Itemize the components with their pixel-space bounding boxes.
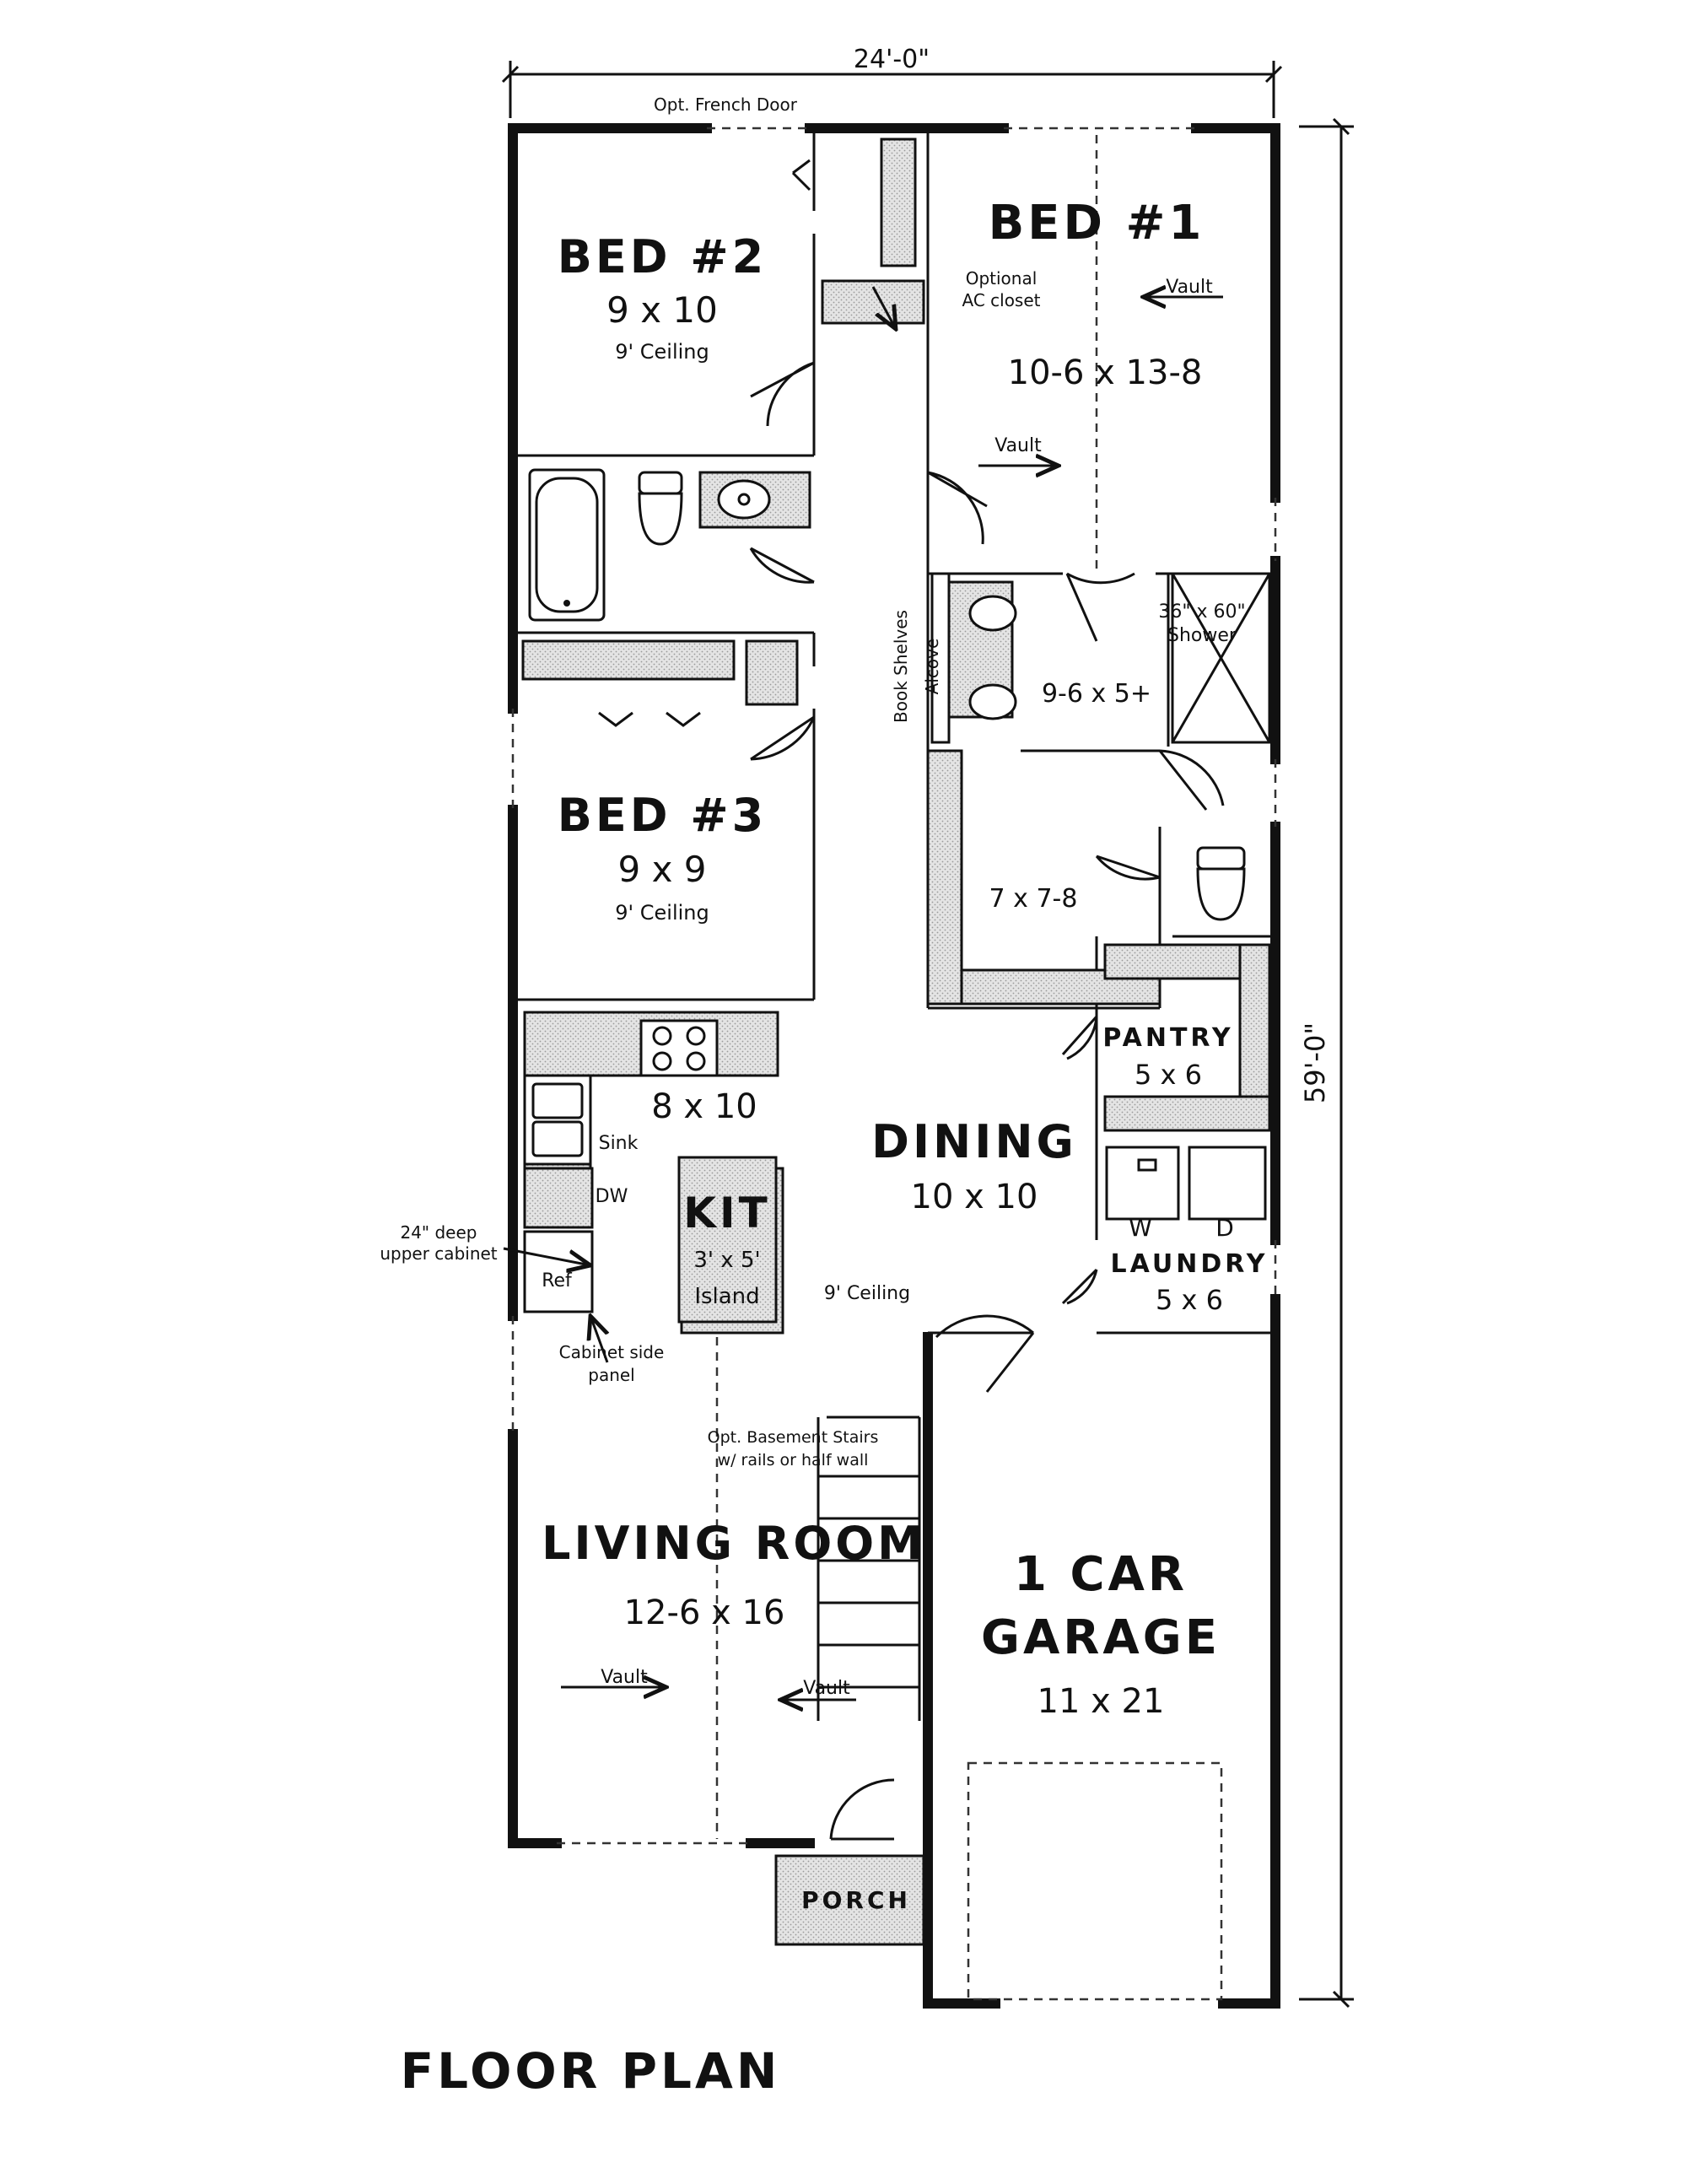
bed2-size: 9 x 10 [606, 289, 718, 331]
french-door-note: Opt. French Door [654, 94, 798, 115]
fixtures [523, 468, 1271, 1313]
island-name: KIT [683, 1189, 770, 1238]
exterior-walls [508, 123, 1280, 2009]
kitchen-size: 8 x 10 [651, 1087, 757, 1126]
shower-note-2: Shower [1167, 625, 1237, 646]
depth-label: 59'-0" [1299, 1022, 1331, 1103]
garage-name-1: 1 CAR [1014, 1547, 1188, 1602]
upper-cabinet-note-2: upper cabinet [380, 1243, 497, 1264]
bed3-name: BED #3 [558, 789, 768, 842]
pantry-name: PANTRY [1102, 1023, 1233, 1053]
upper-cabinet-note-1: 24" deep [400, 1222, 477, 1243]
island-label: Island [694, 1284, 759, 1309]
dryer-note: D [1215, 1214, 1234, 1242]
bed2-name: BED #2 [558, 230, 768, 283]
width-label: 24'-0" [854, 45, 930, 74]
dw-note: DW [596, 1186, 628, 1207]
book-shelves-note: Book Shelves [891, 610, 911, 723]
dining-name: DINING [871, 1115, 1077, 1168]
alcove-note: Alcove [922, 639, 942, 695]
island-size: 3' x 5' [693, 1248, 760, 1273]
ref-note: Ref [542, 1270, 573, 1292]
labels: Opt. French Door BED #2 9 x 10 9' Ceilin… [380, 94, 1269, 2100]
pantry-size: 5 x 6 [1135, 1059, 1202, 1091]
dining-size: 10 x 10 [911, 1178, 1038, 1216]
sink-note: Sink [599, 1133, 639, 1154]
bed3-size: 9 x 9 [618, 849, 707, 890]
bed1-vault-b: Vault [994, 435, 1042, 456]
dining-note: 9' Ceiling [824, 1283, 910, 1304]
stairs-note-1: Opt. Basement Stairs [708, 1428, 879, 1447]
basement-stairs [817, 1416, 921, 1721]
cabinet-arrow [503, 1247, 590, 1265]
bed1-size: 10-6 x 13-8 [1008, 353, 1203, 392]
bed3-note: 9' Ceiling [615, 901, 709, 925]
bed1-vault-a: Vault [1166, 277, 1213, 298]
laundry-size: 5 x 6 [1156, 1284, 1223, 1316]
plan-title: FLOOR PLAN [401, 2042, 781, 2100]
living-size: 12-6 x 16 [624, 1594, 785, 1632]
shower-note-1: 36" x 60" [1158, 601, 1245, 623]
side-panel-note-2: panel [588, 1365, 635, 1385]
side-panel-note-1: Cabinet side [559, 1342, 665, 1362]
ac-closet-note-1: Optional [966, 268, 1038, 289]
garage-name-2: GARAGE [981, 1610, 1221, 1665]
bed2-note: 9' Ceiling [615, 340, 709, 364]
closet-size: 7 x 7-8 [989, 884, 1078, 914]
porch-name: PORCH [801, 1886, 911, 1914]
side-panel-arrow [590, 1316, 607, 1363]
stairs-note-2: w/ rails or half wall [718, 1451, 869, 1469]
washer-note: W [1129, 1214, 1152, 1242]
doors [598, 159, 1225, 1841]
living-name: LIVING ROOM [542, 1517, 926, 1570]
bed1-name: BED #1 [989, 196, 1205, 251]
ac-closet-arrow [871, 286, 896, 329]
kitchen-island [677, 1156, 778, 1324]
depth-dimension: 59'-0" [1299, 117, 1354, 2009]
garage-size: 11 x 21 [1038, 1682, 1165, 1721]
laundry-name: LAUNDRY [1111, 1249, 1269, 1279]
width-dimension: 24'-0" [501, 45, 1283, 118]
ac-closet-note-2: AC closet [962, 290, 1040, 310]
living-vault-a: Vault [601, 1667, 648, 1688]
garage-door-outline [967, 1761, 1223, 2001]
bath-size: 9-6 x 5+ [1042, 679, 1151, 709]
living-vault-b: Vault [803, 1678, 850, 1699]
